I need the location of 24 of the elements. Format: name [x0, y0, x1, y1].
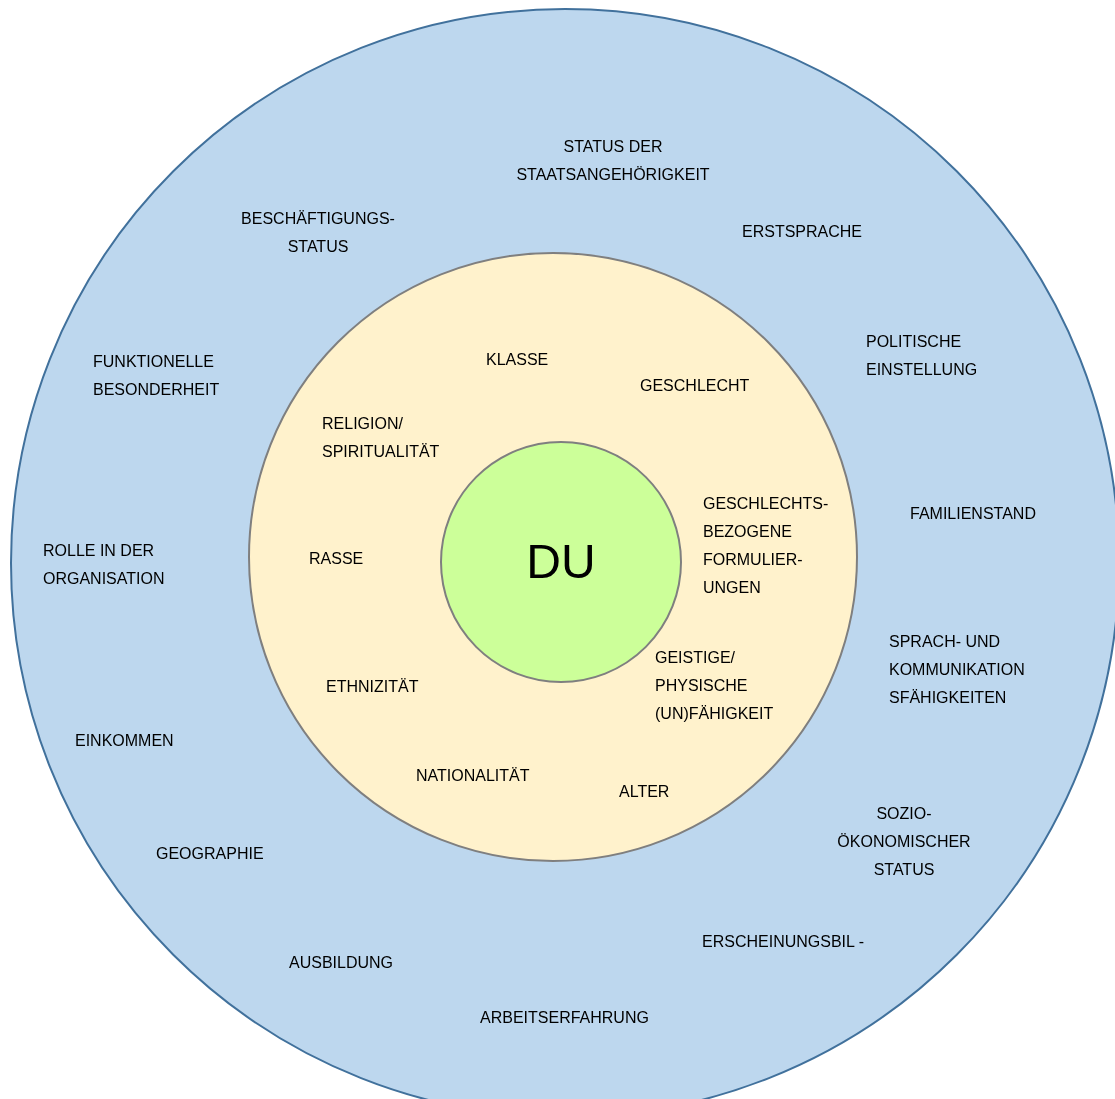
ring-label: POLITISCHE EINSTELLUNG — [866, 332, 979, 380]
ring-label: ROLLE IN DER ORGANISATION — [43, 541, 166, 589]
ring-label: FAMILIENSTAND — [910, 504, 1037, 524]
ring-label: STATUS DER STAATSANGEHÖRIGKEIT — [515, 137, 711, 185]
ring-label: BESCHÄFTIGUNGS- STATUS — [240, 209, 396, 257]
ring-label: AUSBILDUNG — [289, 953, 395, 973]
ring-label: GESCHLECHT — [640, 376, 751, 396]
ring-label: FUNKTIONELLE BESONDERHEIT — [93, 352, 221, 400]
ring-label: SPRACH- UND KOMMUNIKATION SFÄHIGKEITEN — [889, 632, 1026, 708]
ring-label: ERSCHEINUNGSBIL - — [702, 932, 866, 952]
ring-label: RELIGION/ SPIRITUALITÄT — [322, 414, 441, 462]
ring-label: ETHNIZITÄT — [326, 677, 420, 697]
ring-label: NATIONALITÄT — [416, 766, 531, 786]
ring-label: GEISTIGE/ PHYSISCHE (UN)FÄHIGKEIT — [655, 648, 775, 724]
ring-label: KLASSE — [486, 350, 550, 370]
ring-label: EINKOMMEN — [75, 731, 175, 751]
ring-label: RASSE — [309, 549, 365, 569]
ring-label: GESCHLECHTS- BEZOGENE FORMULIER- UNGEN — [703, 494, 830, 598]
ring-label: ERSTSPRACHE — [742, 222, 864, 242]
ring-label: GEOGRAPHIE — [156, 844, 265, 864]
ring-label: ARBEITSERFAHRUNG — [480, 1008, 650, 1028]
ring-label: SOZIO- ÖKONOMISCHER STATUS — [836, 804, 972, 880]
center-label: DU — [526, 538, 596, 586]
ring-label: ALTER — [619, 782, 671, 802]
